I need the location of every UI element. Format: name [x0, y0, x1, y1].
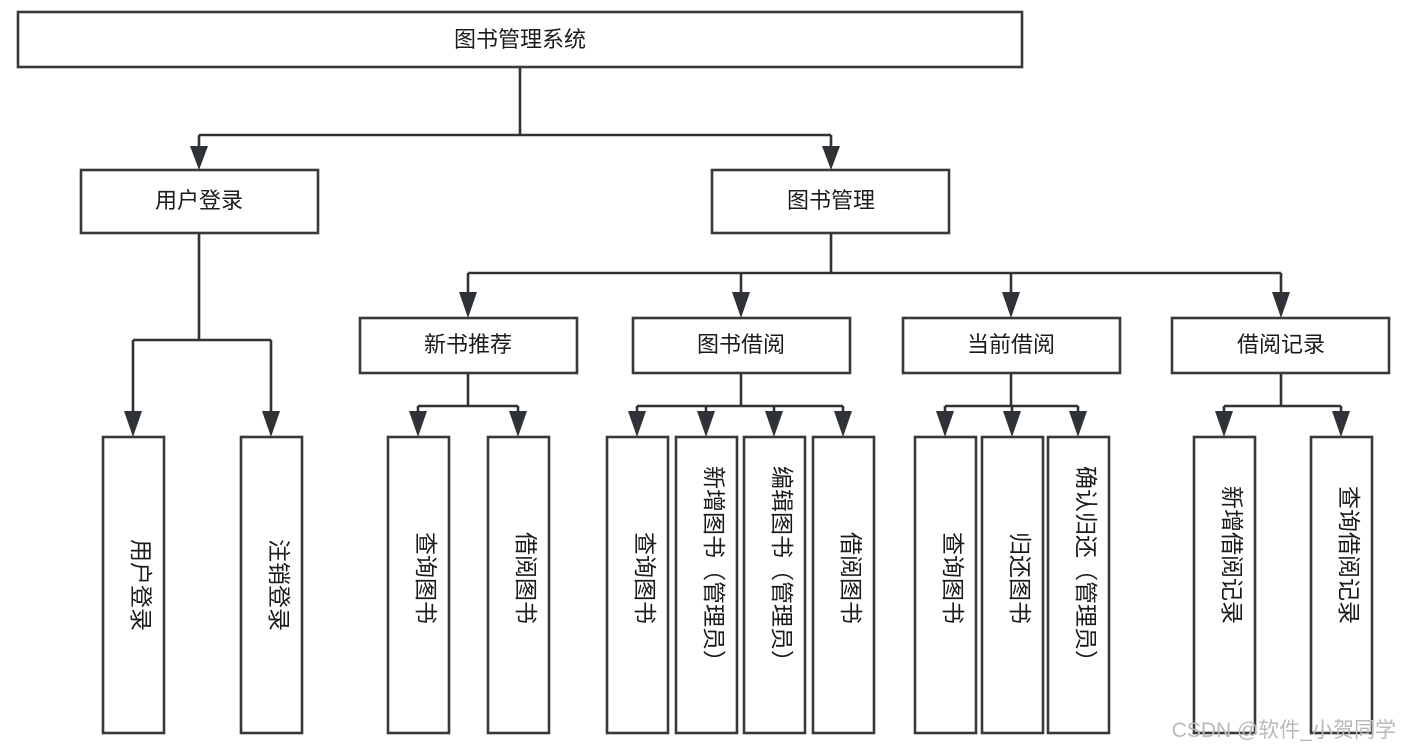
leaf-borrow-query-book[interactable]: 查询图书	[605, 435, 670, 735]
node-box[interactable]	[486, 435, 551, 735]
node-current-borrow[interactable]: 当前借阅	[901, 316, 1122, 375]
node-box[interactable]	[358, 316, 579, 375]
leaf-new-book-query[interactable]: 查询图书	[386, 435, 451, 735]
leaf-current-query-book[interactable]: 查询图书	[913, 435, 978, 735]
node-box[interactable]	[386, 435, 451, 735]
node-label: 借阅图书	[838, 532, 864, 624]
arrow-head-icon	[765, 411, 783, 437]
arrow-head-icon	[1069, 411, 1087, 437]
node-box[interactable]	[605, 435, 670, 735]
node-book-borrow[interactable]: 图书借阅	[631, 316, 852, 375]
node-box[interactable]	[1309, 435, 1374, 735]
leaf-current-return-book[interactable]: 归还图书	[980, 435, 1045, 735]
connector-layer	[124, 67, 1350, 437]
arrow-head-icon	[936, 411, 954, 437]
node-label: 归还图书	[1007, 532, 1033, 624]
node-box[interactable]	[79, 168, 320, 235]
arrow-head-icon	[1272, 292, 1290, 318]
node-label: 查询图书	[413, 532, 439, 624]
node-box[interactable]	[811, 435, 876, 735]
node-box[interactable]	[1170, 316, 1391, 375]
node-label: 新增图书（管理员）	[701, 466, 727, 673]
node-box[interactable]	[101, 435, 166, 735]
arrow-head-icon	[1003, 411, 1021, 437]
leaf-borrow-edit-book-admin[interactable]: 编辑图书（管理员）	[742, 435, 807, 735]
node-label: 借阅图书	[513, 532, 539, 624]
arrow-head-icon	[1215, 411, 1233, 437]
leaf-borrow-add-book-admin[interactable]: 新增图书（管理员）	[674, 435, 739, 735]
node-box[interactable]	[901, 316, 1122, 375]
leaf-records-add-record[interactable]: 新增借阅记录	[1192, 435, 1257, 735]
leaf-user-login-login[interactable]: 用户登录	[101, 435, 166, 735]
node-book-management[interactable]: 图书管理	[710, 168, 951, 235]
node-label: 图书管理系统	[454, 27, 586, 52]
leaf-borrow-borrow-book[interactable]: 借阅图书	[811, 435, 876, 735]
node-borrow-records[interactable]: 借阅记录	[1170, 316, 1391, 375]
node-label: 查询图书	[632, 532, 658, 624]
node-box[interactable]	[674, 435, 739, 735]
arrow-head-icon	[409, 411, 427, 437]
node-label: 新书推荐	[424, 332, 512, 357]
node-box[interactable]	[1192, 435, 1257, 735]
leaf-current-confirm-return-admin[interactable]: 确认归还（管理员）	[1046, 435, 1111, 735]
arrow-head-icon	[190, 146, 208, 170]
node-box[interactable]	[980, 435, 1045, 735]
arrow-head-icon	[124, 411, 142, 437]
node-box[interactable]	[16, 10, 1024, 69]
node-box[interactable]	[710, 168, 951, 235]
arrow-head-icon	[459, 292, 477, 318]
node-box[interactable]	[913, 435, 978, 735]
leaf-new-book-borrow[interactable]: 借阅图书	[486, 435, 551, 735]
node-label: 当前借阅	[967, 332, 1055, 357]
node-label: 借阅记录	[1237, 332, 1325, 357]
arrow-head-icon	[262, 411, 280, 437]
arrow-head-icon	[628, 411, 646, 437]
leaf-records-query-record[interactable]: 查询借阅记录	[1309, 435, 1374, 735]
node-new-book-recommend[interactable]: 新书推荐	[358, 316, 579, 375]
node-label: 用户登录	[155, 188, 243, 213]
node-label: 图书借阅	[697, 332, 785, 357]
arrow-head-icon	[1002, 292, 1020, 318]
watermark-text: CSDN @软件_小贺同学	[1172, 719, 1396, 742]
node-label: 编辑图书（管理员）	[769, 466, 795, 673]
arrow-head-icon	[697, 411, 715, 437]
node-label: 查询借阅记录	[1336, 486, 1362, 624]
node-label: 确认归还（管理员）	[1073, 466, 1099, 673]
node-label: 用户登录	[128, 539, 154, 631]
node-box[interactable]	[239, 435, 304, 735]
node-box[interactable]	[1046, 435, 1111, 735]
arrow-head-icon	[834, 411, 852, 437]
node-box[interactable]	[742, 435, 807, 735]
node-label: 查询图书	[940, 532, 966, 624]
node-root-system[interactable]: 图书管理系统	[16, 10, 1024, 69]
node-box[interactable]	[631, 316, 852, 375]
arrow-head-icon	[509, 411, 527, 437]
node-label: 新增借阅记录	[1219, 486, 1245, 624]
node-label: 图书管理	[787, 188, 875, 213]
node-user-login[interactable]: 用户登录	[79, 168, 320, 235]
arrow-head-icon	[732, 292, 750, 318]
arrow-head-icon	[822, 146, 840, 170]
leaf-user-login-logout[interactable]: 注销登录	[239, 435, 304, 735]
node-label: 注销登录	[266, 539, 292, 631]
arrow-head-icon	[1332, 411, 1350, 437]
